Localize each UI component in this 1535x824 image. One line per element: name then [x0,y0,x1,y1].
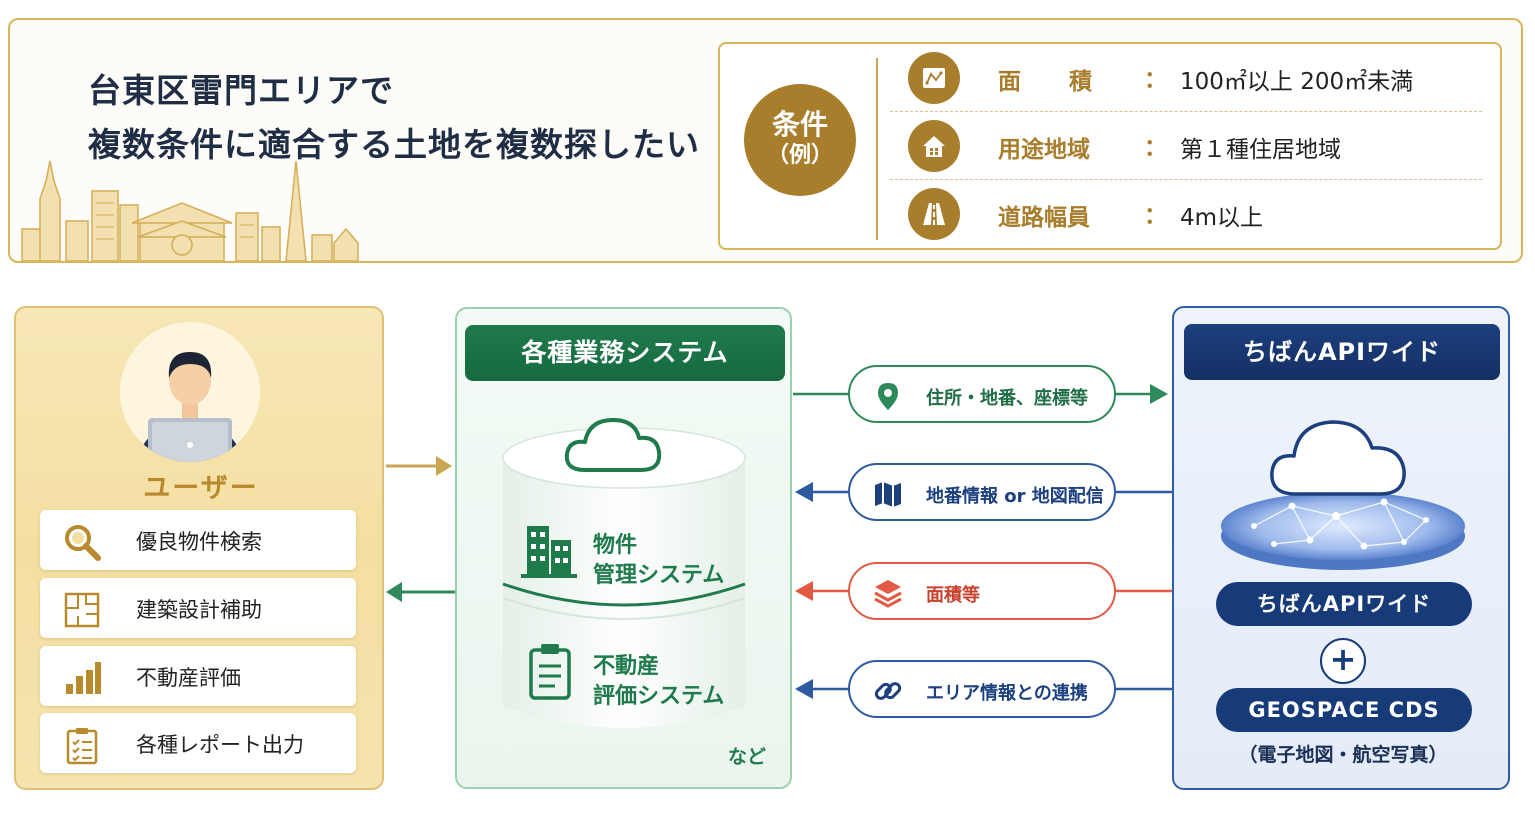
arrowhead-user-to-business [436,456,452,476]
banner-headline: 台東区雷門エリアで 複数条件に適合する土地を複数探したい [88,64,700,172]
conditions-divider [876,58,878,240]
condition-colon: ： [1144,67,1167,93]
area-plan-icon [908,52,960,104]
function-label: 優良物件検索 [136,530,262,554]
flow-label: 住所・地番、座標等 [926,388,1088,409]
user-avatar-icon [120,322,260,462]
conditions-badge-subtitle: （例） [766,143,833,168]
arrowhead-flow1 [1150,384,1168,404]
arrowhead-flow2 [795,482,813,502]
function-label: 各種レポート出力 [136,733,304,757]
condition-label-area: 面積 [998,69,1140,95]
condition-row-road-width: 道路幅員 ： 4m以上 [890,180,1482,248]
real-estate-valuation-system-label: 不動産 評価システム [593,652,724,712]
arrowhead-flow4 [795,679,813,699]
condition-value-road-width: 4m以上 [1180,205,1264,231]
geospace-subtitle: （電子地図・航空写真） [1238,744,1448,766]
user-title: ユーザー [143,473,259,504]
condition-colon: ： [1144,135,1167,161]
condition-label-zoning: 用途地域 [998,137,1090,163]
database-cylinder-icon [502,418,746,728]
arrowhead-business-to-user [386,582,402,602]
bar-chart-icon [66,662,101,694]
arrowhead-flow3 [795,581,813,601]
plus-icon: + [1320,638,1366,684]
function-label: 建築設計補助 [136,598,262,622]
flow-address-coordinates: 住所・地番、座標等 [848,365,1116,423]
layers-icon [874,580,902,608]
property-management-system-label: 物件 管理システム [593,531,724,591]
condition-label-road-width: 道路幅員 [998,205,1090,231]
headline-line2: 複数条件に適合する土地を複数探したい [88,125,700,164]
conditions-badge: 条件 （例） [744,84,856,196]
function-design-assist: 建築設計補助 [40,578,356,638]
conditions-box: 条件 （例） 面積 ： 100㎡以上 200㎡未満 用途地域 ： 第１種住居地域… [718,42,1502,250]
cloud-network-icon [1221,420,1465,570]
condition-colon: ： [1144,203,1167,229]
condition-row-area: 面積 ： 100㎡以上 200㎡未満 [890,44,1482,112]
condition-row-zoning: 用途地域 ： 第１種住居地域 [890,112,1482,180]
business-systems-title: 各種業務システム [465,325,785,381]
chiban-api-title: ちばんAPIワイド [1184,324,1500,380]
system2-line1: 不動産 [593,654,660,679]
flow-area-linkage: エリア情報との連携 [848,660,1116,718]
house-icon [908,120,960,172]
geospace-cds-pill: GEOSPACE CDS [1216,688,1472,732]
system1-line1: 物件 [593,533,638,558]
flow-label: エリア情報との連携 [926,683,1088,704]
headline-line1: 台東区雷門エリアで [88,71,394,110]
user-panel: ユーザー 優良物件検索 建築設計補助 不動産評価 各種レポート出力 [14,306,384,790]
function-label: 不動産評価 [136,666,241,690]
magnifier-icon [65,525,101,561]
map-icon [875,482,901,507]
business-systems-panel: 各種業務システム 物件 管理システム 不動産 評価システム など [455,307,792,789]
floor-plan-icon [64,592,100,628]
flow-parcel-info-map: 地番情報 or 地図配信 [848,463,1116,521]
condition-value-zoning: 第１種住居地域 [1180,137,1341,163]
checklist-icon [66,728,98,765]
chiban-api-wide-pill: ちばんAPIワイド [1216,582,1472,626]
function-report-output: 各種レポート出力 [40,713,356,773]
function-property-search: 優良物件検索 [40,510,356,570]
link-icon [874,682,902,700]
flow-label: 面積等 [926,585,980,606]
function-real-estate-valuation: 不動産評価 [40,646,356,706]
system1-line2: 管理システム [593,563,725,588]
condition-value-area: 100㎡以上 200㎡未満 [1180,69,1414,95]
asakusa-skyline-icon [21,160,359,261]
system2-line2: 評価システム [593,684,725,709]
conditions-badge-title: 条件 [771,108,828,141]
flow-label: 地番情報 or 地図配信 [926,486,1104,507]
road-icon [908,188,960,240]
flow-area: 面積等 [848,562,1116,620]
requirement-banner: 台東区雷門エリアで 複数条件に適合する土地を複数探したい 条件 （ [8,18,1523,263]
chiban-api-panel: ちばんAPIワイド ちばんAPIワイド + GEOSPACE CDS （電子地図… [1172,306,1510,790]
location-pin-icon [878,383,898,410]
etc-label: など [727,746,766,768]
